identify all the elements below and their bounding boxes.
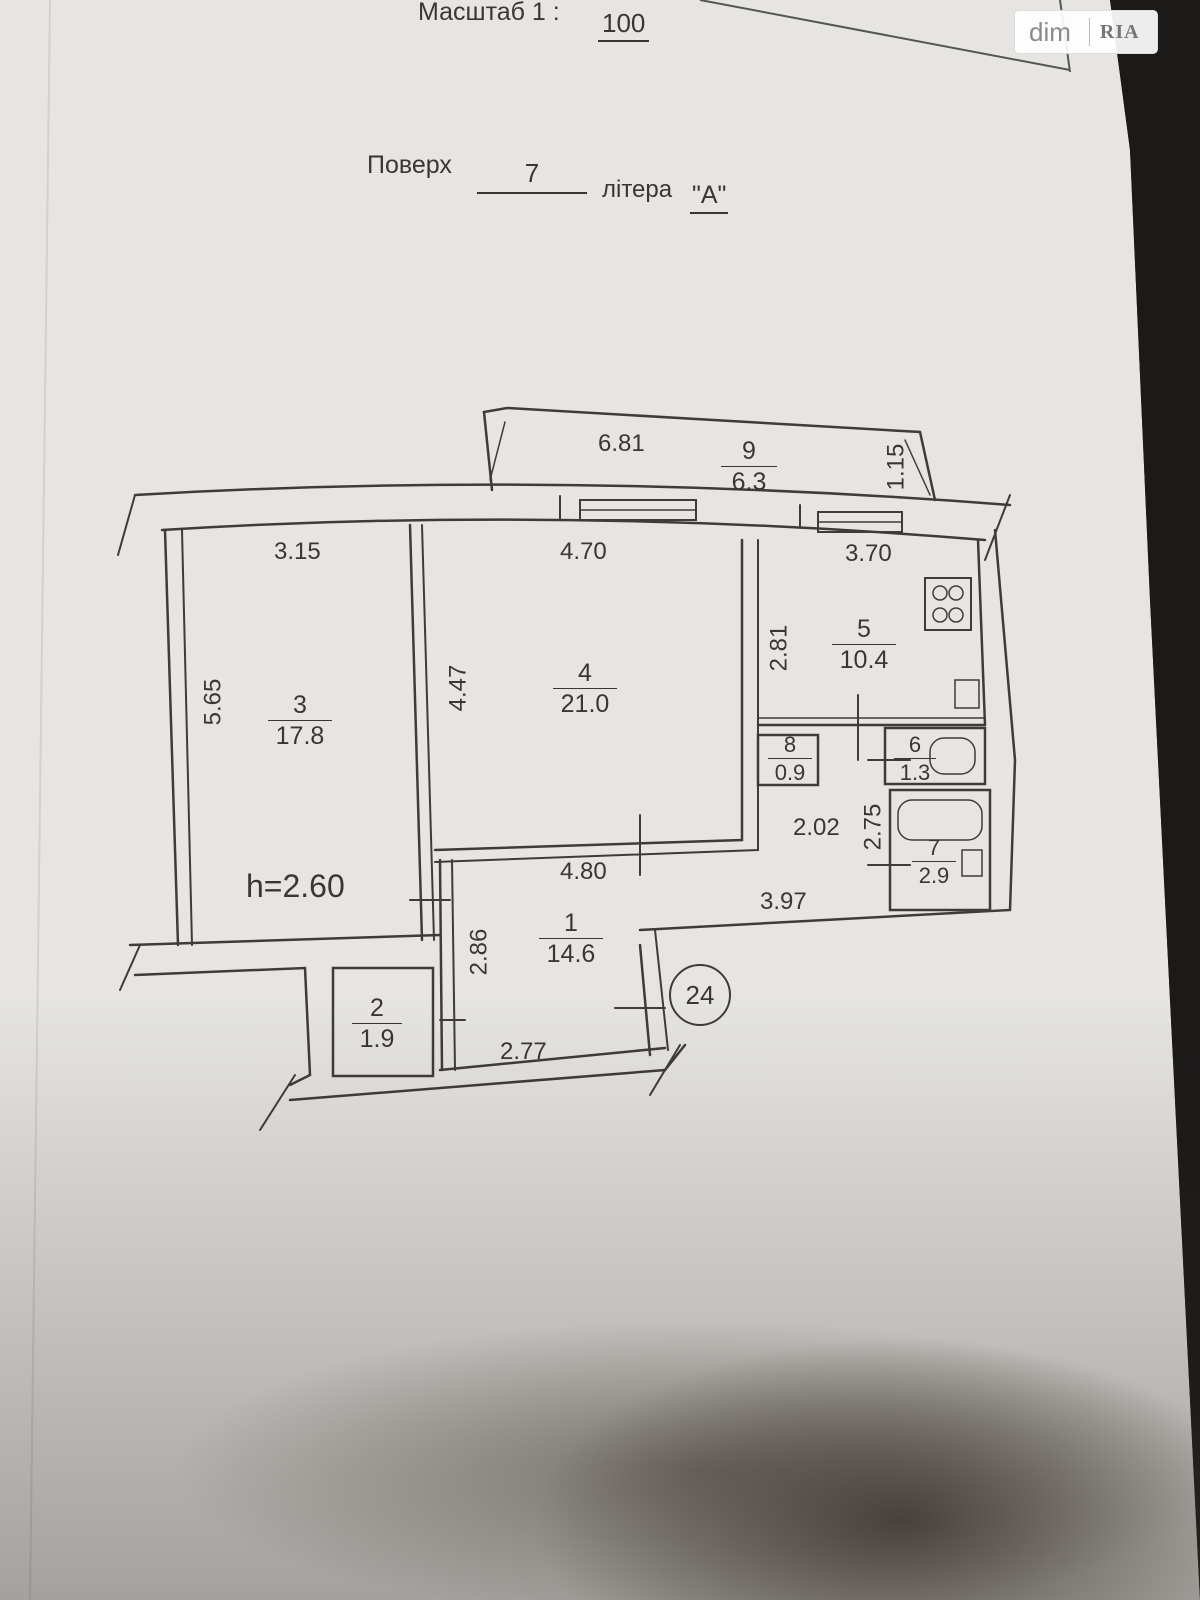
dim-bath-length: 2.75 (859, 803, 887, 851)
room-8-number: 8 (768, 733, 812, 760)
room-5-number: 5 (832, 616, 896, 646)
room-5-area: 10.4 (839, 646, 889, 675)
watermark-dim: dim (1029, 16, 1071, 47)
ceiling-height: h=2.60 (246, 868, 345, 904)
dimria-watermark: dim RIA (1014, 10, 1158, 54)
dim-corridor-width: 2.02 (793, 814, 840, 841)
room-6-area: 1.3 (899, 760, 931, 786)
dim-room1-top: 4.80 (560, 858, 607, 885)
room-4-number: 4 (553, 660, 617, 690)
apartment-number: 24 (685, 980, 715, 1010)
dim-room5-width: 3.70 (845, 540, 892, 567)
room-7-number: 7 (912, 836, 956, 863)
dim-room4-length: 4.47 (444, 664, 472, 712)
letter-value: "А" (690, 183, 729, 214)
room-3-area: 17.8 (275, 722, 325, 751)
scale-value: 100 (598, 10, 650, 42)
room-3-number: 3 (268, 692, 332, 722)
room-6-number: 6 (894, 733, 936, 760)
dim-room4-width: 4.70 (560, 538, 607, 565)
dim-room3-length: 5.65 (199, 678, 227, 726)
floor-value: 7 (477, 160, 587, 194)
room-1-area: 14.6 (546, 940, 596, 969)
room-4-area: 21.0 (560, 690, 610, 719)
watermark-ria: RIA (1099, 20, 1140, 43)
dim-corridor-length: 3.97 (760, 888, 807, 915)
letter-label: літера (602, 176, 673, 203)
scale-label: Масштаб 1 : (418, 0, 560, 26)
room-2-area: 1.9 (359, 1025, 395, 1054)
dim-room3-width: 3.15 (274, 538, 321, 565)
dim-room1-depth: 2.86 (465, 928, 493, 976)
room-9-area: 6.3 (731, 468, 767, 497)
room-7-area: 2.9 (918, 863, 950, 889)
dim-room1-bottom: 2.77 (500, 1038, 547, 1065)
room-1-number: 1 (539, 910, 603, 940)
room-9-number: 9 (721, 438, 777, 468)
dim-balcony-depth: 1.15 (882, 443, 910, 491)
floor-label: Поверх (367, 151, 452, 179)
room-2-number: 2 (352, 995, 402, 1025)
dim-balcony-length: 6.81 (598, 430, 645, 457)
room-8-area: 0.9 (774, 760, 806, 786)
dim-room5-length: 2.81 (765, 624, 793, 672)
